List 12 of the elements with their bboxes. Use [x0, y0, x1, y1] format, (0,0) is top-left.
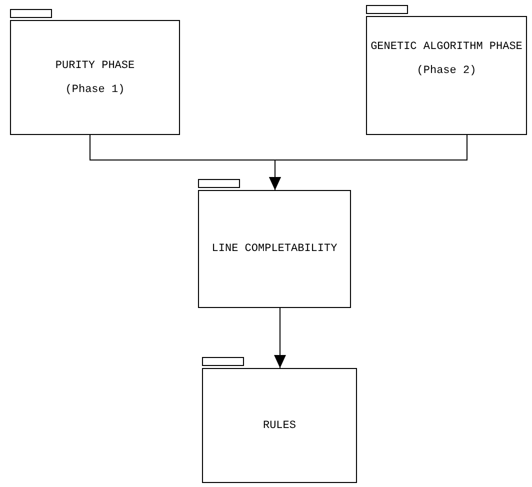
- process-box: [10, 20, 180, 135]
- node-title: PURITY PHASE: [55, 60, 135, 72]
- process-box: [202, 368, 357, 483]
- node-title: RULES: [262, 420, 296, 432]
- node-subtitle: (Phase 1): [65, 84, 125, 96]
- process-box: [366, 16, 527, 135]
- node-title: GENETIC ALGORITHM PHASE: [370, 41, 522, 53]
- node-subtitle: (Phase 2): [416, 65, 476, 77]
- arrow: [274, 308, 286, 368]
- arrow: [269, 134, 468, 190]
- process-box: [198, 190, 351, 308]
- node-title: LINE COMPLETABILITY: [212, 243, 338, 255]
